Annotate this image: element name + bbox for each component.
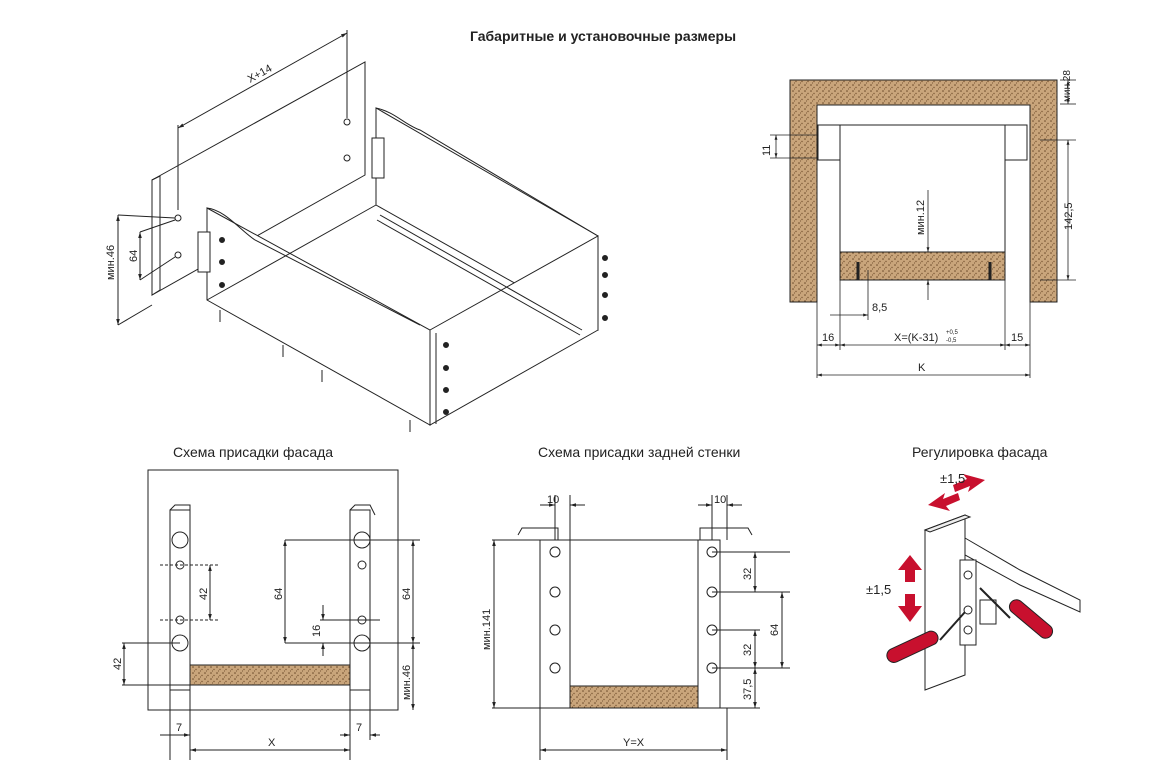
dim-back-10a: 10 [547, 494, 559, 506]
facade-section-title: Схема присадки фасада [173, 444, 334, 460]
dim-facade-7a: 7 [176, 722, 182, 734]
dim-back-32a: 32 [742, 568, 754, 580]
adjust-section-title: Регулировка фасада [912, 444, 1048, 460]
horizontal-adjust-arrow-icon [928, 474, 985, 511]
back-wall-section-title: Схема присадки задней стенки [538, 444, 741, 460]
dim-back-yx: Y=X [623, 737, 645, 749]
facade-scheme [122, 469, 420, 760]
dim-k: K [918, 362, 926, 374]
dim-11: 11 [761, 145, 773, 156]
adjust-scheme [886, 474, 1081, 691]
cabinet-section [789, 79, 1058, 303]
dim-tol-plus: +0,5 [946, 330, 959, 336]
screwdriver-icon [886, 611, 966, 663]
dim-facade-min46: мин.46 [401, 665, 413, 700]
dim-facade-64a: 64 [273, 588, 285, 600]
dim-16: 16 [822, 332, 834, 344]
dim-back-10b: 10 [714, 494, 726, 506]
isometric-drawer [116, 30, 608, 432]
screwdriver-icon [979, 587, 1054, 639]
main-title: Габаритные и установочные размеры [470, 28, 737, 44]
vertical-adjust-arrow-icon [898, 555, 922, 622]
dim-iso-min46: мин.46 [105, 245, 117, 280]
dim-tol-minus: -0,5 [946, 338, 957, 344]
dim-15: 15 [1011, 332, 1023, 344]
dim-facade-x: X [268, 737, 276, 749]
dim-8-5: 8,5 [872, 302, 887, 314]
dim-iso-64: 64 [128, 250, 140, 262]
dim-formula: X=(K-31) [894, 332, 938, 344]
dim-min28: мин.28 [1062, 70, 1073, 102]
dim-min12: мин.12 [915, 200, 927, 235]
dim-facade-42b: 42 [112, 658, 124, 670]
adjust-horizontal-value: ±1,5 [940, 471, 965, 486]
dim-back-min141: мин.141 [481, 609, 493, 650]
back-wall-scheme [492, 495, 790, 760]
dim-back-37-5: 37,5 [742, 679, 754, 700]
dim-back-64: 64 [769, 624, 781, 636]
dim-142-5: 142,5 [1063, 202, 1075, 230]
section-dimensions [770, 79, 1076, 378]
adjust-vertical-value: ±1,5 [866, 582, 891, 597]
dim-facade-42: 42 [198, 588, 210, 600]
dim-facade-16: 16 [311, 625, 323, 637]
dim-facade-64b: 64 [401, 588, 413, 600]
dim-facade-7b: 7 [356, 722, 362, 734]
dim-back-32b: 32 [742, 644, 754, 656]
